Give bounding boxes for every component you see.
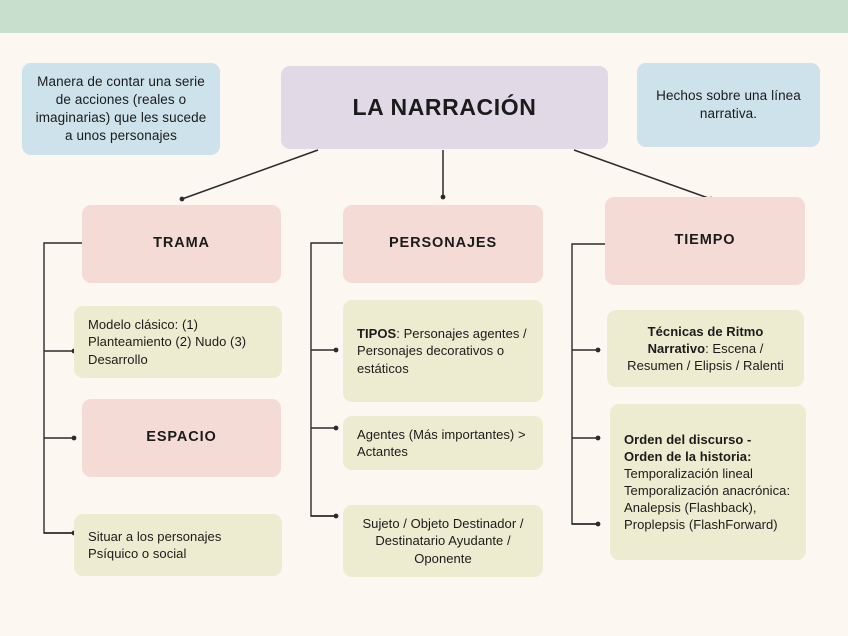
bracket-trama-spine bbox=[43, 242, 82, 534]
detail-text-orden-discurso: Orden del discurso - Orden de la histori… bbox=[610, 431, 806, 534]
detail-box-situar-personajes: Situar a los personajes Psíquico o socia… bbox=[74, 514, 282, 576]
page-title: LA NARRACIÓN bbox=[352, 94, 537, 121]
detail-body-tecnicas-ritmo: : Escena / Resumen / Elipsis / Ralenti bbox=[627, 340, 784, 374]
detail-box-actantes: Sujeto / Objeto Destinador / Destinatari… bbox=[343, 505, 543, 577]
detail-text-modelo-clasico: Modelo clásico: (1) Planteamiento (2) Nu… bbox=[88, 317, 247, 367]
detail-text-tipos: TIPOS: Personajes agentes / Personajes d… bbox=[343, 325, 543, 376]
main-title-box: LA NARRACIÓN bbox=[281, 66, 608, 149]
detail-body-tipos: : Personajes agentes / Personajes decora… bbox=[357, 326, 527, 376]
detail-box-orden-discurso: Orden del discurso - Orden de la histori… bbox=[610, 404, 806, 560]
category-box-personajes: PERSONAJES bbox=[343, 205, 543, 283]
bracket-personajes-spine bbox=[310, 242, 343, 517]
detail-text-situar-personajes: Situar a los personajes Psíquico o socia… bbox=[88, 528, 222, 561]
category-box-trama: TRAMA bbox=[82, 205, 281, 283]
category-box-espacio: ESPACIO bbox=[82, 399, 281, 477]
category-label-tiempo: TIEMPO bbox=[674, 232, 736, 249]
detail-lead-orden-discurso: Orden del discurso - Orden de la histori… bbox=[624, 431, 752, 464]
bracket-tiempo-spine bbox=[571, 243, 605, 525]
note-left-definition: Manera de contar una serie de acciones (… bbox=[22, 63, 220, 155]
note-left-text: Manera de contar una serie de acciones (… bbox=[35, 74, 207, 143]
detail-text-tecnicas-ritmo: Técnicas de Ritmo Narrativo: Escena / Re… bbox=[607, 323, 804, 374]
detail-lead-tipos: TIPOS bbox=[357, 326, 397, 342]
category-label-espacio: ESPACIO bbox=[146, 429, 217, 446]
category-label-personajes: PERSONAJES bbox=[388, 235, 498, 252]
note-right-text: Hechos sobre una línea narrativa. bbox=[656, 88, 801, 121]
connector-title-to-tiempo bbox=[573, 149, 714, 202]
detail-lead-tecnicas-ritmo: Técnicas de Ritmo Narrativo bbox=[647, 323, 764, 356]
top-accent-band bbox=[0, 0, 848, 33]
detail-body-orden-discurso: Temporalización lineal Temporalización a… bbox=[624, 465, 791, 533]
category-box-tiempo: TIEMPO bbox=[605, 197, 805, 285]
category-label-trama: TRAMA bbox=[153, 235, 210, 252]
connector-title-to-trama bbox=[179, 149, 319, 202]
detail-box-tipos: TIPOS: Personajes agentes / Personajes d… bbox=[343, 300, 543, 402]
detail-box-tecnicas-ritmo: Técnicas de Ritmo Narrativo: Escena / Re… bbox=[607, 310, 804, 387]
detail-box-modelo-clasico: Modelo clásico: (1) Planteamiento (2) Nu… bbox=[74, 306, 282, 378]
note-right-definition: Hechos sobre una línea narrativa. bbox=[637, 63, 820, 147]
detail-text-actantes: Sujeto / Objeto Destinador / Destinatari… bbox=[362, 516, 524, 566]
detail-box-agentes: Agentes (Más importantes) > Actantes bbox=[343, 416, 543, 470]
detail-text-agentes: Agentes (Más importantes) > Actantes bbox=[357, 426, 526, 459]
